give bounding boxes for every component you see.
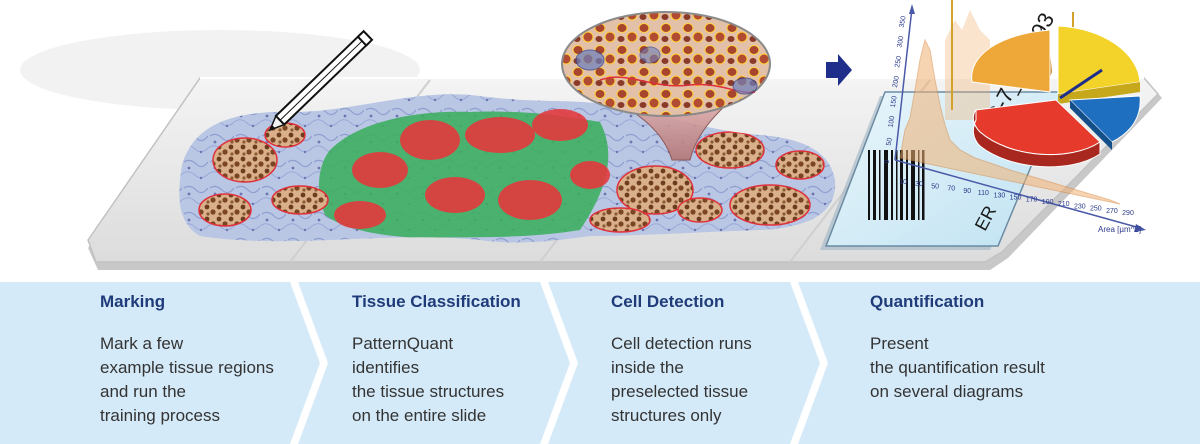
pie-chart bbox=[971, 25, 1141, 168]
x-tick-label: 230 bbox=[1074, 203, 1086, 210]
x-tick-labels: 10 30 50 70 90 110 130 150 170 190 210 230 250 270 290 bbox=[899, 179, 1134, 217]
x-tick-label: 30 bbox=[915, 181, 923, 188]
step-title-marking: Marking bbox=[100, 292, 166, 311]
x-tick-label: 250 bbox=[1090, 206, 1102, 213]
y-tick-label: 350 bbox=[899, 15, 908, 28]
step-title-cell-detection: Cell Detection bbox=[611, 292, 725, 311]
step-banner-tissue-classification bbox=[298, 282, 570, 444]
y-tick-label: 100 bbox=[888, 115, 897, 128]
y-tick-label: 150 bbox=[890, 95, 899, 108]
x-tick-label: 10 bbox=[899, 179, 907, 186]
pie-slice-orange bbox=[971, 29, 1051, 93]
y-tick-label: 50 bbox=[886, 137, 894, 146]
x-axis-label: Area [µm^2] bbox=[1098, 225, 1141, 234]
x-tick-label: 170 bbox=[1026, 197, 1038, 204]
histogram-y-axis bbox=[894, 7, 913, 161]
x-tick-label: 270 bbox=[1106, 208, 1118, 215]
x-tick-label: 130 bbox=[994, 192, 1006, 199]
step-banner-marking bbox=[0, 282, 320, 444]
pie-slice-blue bbox=[1068, 95, 1141, 143]
x-tick-label: 70 bbox=[947, 186, 955, 193]
pencil-icon bbox=[268, 29, 374, 132]
y-tick-labels: 0 50 100 150 200 250 300 350 bbox=[884, 15, 908, 164]
y-tick-label: 200 bbox=[892, 75, 901, 88]
y-axis-arrow-icon bbox=[909, 4, 915, 14]
y-tick-label: 300 bbox=[896, 35, 905, 48]
step-title-tissue-classification: Tissue Classification bbox=[352, 292, 521, 311]
y-tick-label: 250 bbox=[894, 55, 903, 68]
y-tick-label: 0 bbox=[884, 159, 892, 164]
x-tick-label: 110 bbox=[978, 190, 989, 197]
x-tick-label: 290 bbox=[1122, 210, 1134, 217]
x-tick-label: 150 bbox=[1010, 195, 1022, 202]
pie-slice-yellow bbox=[1057, 25, 1141, 95]
x-tick-label: 50 bbox=[931, 183, 939, 190]
step-banner-quantification bbox=[798, 282, 1200, 444]
x-tick-label: 210 bbox=[1058, 201, 1070, 208]
histogram-bars bbox=[899, 38, 1121, 205]
arrow-right-icon bbox=[826, 54, 852, 86]
x-tick-label: 90 bbox=[963, 188, 971, 195]
nuclei-clusters bbox=[198, 122, 825, 233]
histogram-bars-back bbox=[945, 10, 990, 120]
step-description-marking: Mark a few example tissue regions and ru… bbox=[100, 334, 274, 425]
step-description-tissue-classification: PatternQuant identifies the tissue struc… bbox=[352, 334, 505, 425]
step-title-quantification: Quantification bbox=[870, 292, 985, 311]
histogram-x-axis bbox=[894, 159, 1141, 229]
cell-detection-magnifier bbox=[561, 11, 771, 161]
step-banner-cell-detection bbox=[548, 282, 820, 444]
x-axis-arrow-icon bbox=[1134, 224, 1146, 232]
step-description-cell-detection: Cell detection runs inside the preselect… bbox=[611, 334, 752, 425]
step-description-quantification: Present the quantification result on sev… bbox=[870, 334, 1045, 401]
barcode bbox=[868, 150, 925, 220]
tumor-classified-regions bbox=[334, 109, 610, 229]
x-tick-label: 190 bbox=[1042, 199, 1054, 206]
